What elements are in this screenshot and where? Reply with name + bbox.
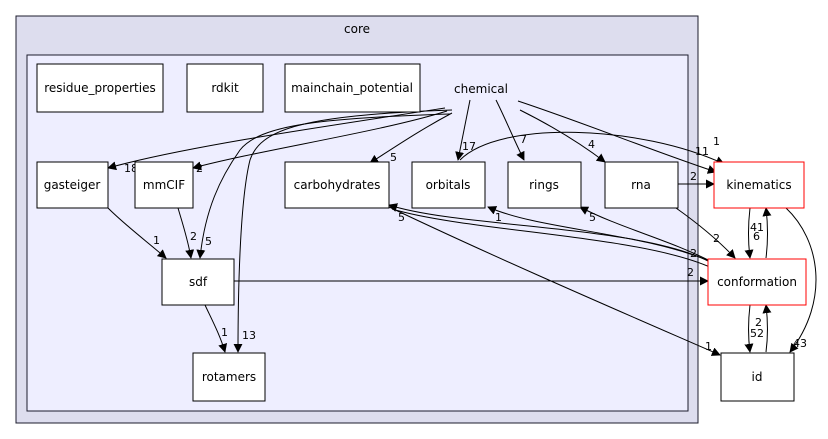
edge-kinematics-conformation bbox=[744, 207, 754, 259]
edge-carbohydrates-id bbox=[384, 204, 721, 356]
edge-label-sdf-conformation: 2 bbox=[687, 266, 694, 279]
node-id-box[interactable] bbox=[720, 352, 795, 402]
node-rotamers-label: rotamers bbox=[202, 370, 256, 384]
edge-label-conformation-carbohydrates: 2 bbox=[690, 247, 697, 260]
node-rings[interactable]: rings bbox=[507, 161, 582, 209]
edge-label-chemical-mmcif: 2 bbox=[196, 162, 203, 175]
node-rdkit-box[interactable] bbox=[186, 63, 264, 113]
node-carbohydrates-box[interactable] bbox=[284, 161, 390, 209]
edge-conformation-carbohydrates-2 bbox=[391, 208, 713, 269]
node-mmcif-label: mmCIF bbox=[143, 178, 185, 192]
edge-chemical-carbohydrates bbox=[369, 112, 453, 164]
edge-chemical-mmcif bbox=[192, 110, 448, 171]
node-residue-properties-label: residue_properties bbox=[44, 81, 155, 95]
edge-label-chemical-carbohydrates: 5 bbox=[390, 151, 397, 164]
node-sdf[interactable]: sdf bbox=[161, 258, 235, 306]
edge-chemical-rotamers bbox=[233, 109, 453, 353]
edge-chemical-sdf bbox=[196, 113, 451, 259]
edge-label-chemical-sdf: 5 bbox=[205, 235, 212, 248]
node-conformation[interactable]: conformation bbox=[707, 258, 807, 306]
edge-chemical-orbitals bbox=[455, 99, 471, 161]
node-orbitals-box[interactable] bbox=[411, 161, 486, 209]
edge-kinematics-id bbox=[785, 207, 817, 353]
edge-orbitals-kinematics bbox=[459, 131, 725, 165]
edge-conformation-orbitals bbox=[487, 206, 713, 263]
node-mmcif[interactable]: mmCIF bbox=[134, 161, 194, 209]
edge-label-gasteiger-sdf: 1 bbox=[153, 234, 160, 247]
node-rotamers-box[interactable] bbox=[192, 352, 266, 402]
edge-label-conformation-rings: 5 bbox=[589, 211, 596, 224]
node-mainchain-potential-box[interactable] bbox=[284, 63, 421, 113]
node-residue-properties[interactable]: residue_properties bbox=[36, 63, 164, 113]
edge-label-chemical-kinematics: 11 bbox=[695, 145, 709, 158]
node-id-label: id bbox=[752, 370, 763, 384]
cluster-chemical bbox=[26, 54, 689, 412]
edge-label-conformation-id: 52 bbox=[750, 327, 764, 340]
edge-label-carbohydrates-id: 1 bbox=[705, 340, 712, 353]
node-rna[interactable]: rna bbox=[604, 161, 679, 209]
edge-chemical-kinematics bbox=[517, 100, 717, 174]
edges bbox=[107, 99, 817, 356]
node-sdf-label: sdf bbox=[189, 275, 208, 289]
node-mainchain-potential-label: mainchain_potential bbox=[291, 81, 413, 95]
edge-label-rna-kinematics: 2 bbox=[690, 170, 697, 183]
node-mmcif-box[interactable] bbox=[134, 161, 194, 209]
node-kinematics-box[interactable] bbox=[713, 161, 805, 209]
node-orbitals[interactable]: orbitals bbox=[411, 161, 486, 209]
edge-conformation-carbohydrates bbox=[388, 203, 711, 263]
node-gasteiger[interactable]: gasteiger bbox=[36, 161, 109, 209]
edge-label-carbohydrates-extra: 5 bbox=[398, 211, 405, 224]
node-rotamers[interactable]: rotamers bbox=[192, 352, 266, 402]
edge-mmcif-sdf bbox=[177, 207, 195, 259]
edge-label-mmcif-sdf: 2 bbox=[190, 230, 197, 243]
edge-label-orbitals-kinematics: 1 bbox=[713, 135, 720, 148]
node-rdkit-label: rdkit bbox=[211, 81, 239, 95]
node-rings-label: rings bbox=[529, 178, 559, 192]
node-rna-box[interactable] bbox=[604, 161, 679, 209]
edge-conformation-rings bbox=[579, 206, 713, 263]
cluster-core-label: core bbox=[344, 22, 370, 36]
edge-chemical-rna bbox=[519, 109, 606, 163]
node-chemical-label[interactable]: chemical bbox=[454, 82, 508, 96]
node-conformation-label: conformation bbox=[717, 275, 797, 289]
cluster-chemical-box bbox=[26, 54, 689, 412]
edge-gasteiger-sdf bbox=[107, 207, 167, 259]
node-carbohydrates-label: carbohydrates bbox=[294, 178, 381, 192]
node-rdkit[interactable]: rdkit bbox=[186, 63, 264, 113]
edge-rna-conformation bbox=[675, 207, 736, 259]
edge-label-conformation-orbitals: 1 bbox=[495, 211, 502, 224]
edge-label-sdf-rotamers: 1 bbox=[221, 326, 228, 339]
edge-label-kinematics-conformation: 41 bbox=[750, 221, 764, 234]
node-rna-label: rna bbox=[631, 178, 651, 192]
edge-label-chemical-rings: 7 bbox=[520, 133, 527, 146]
edge-label-conformation-kinematics: 6 bbox=[753, 230, 760, 243]
node-gasteiger-label: gasteiger bbox=[44, 178, 101, 192]
node-conformation-box[interactable] bbox=[707, 258, 807, 306]
edge-conformation-id bbox=[744, 304, 754, 353]
edge-label-kinematics-id: 43 bbox=[793, 337, 807, 350]
edge-conformation-kinematics bbox=[762, 207, 772, 259]
node-mainchain-potential[interactable]: mainchain_potential bbox=[284, 63, 421, 113]
edge-label-chemical-orbitals: 17 bbox=[462, 140, 476, 153]
node-rings-box[interactable] bbox=[507, 161, 582, 209]
edge-sdf-rotamers bbox=[204, 304, 228, 353]
edge-label-chemical-rna: 4 bbox=[588, 138, 595, 151]
nodes: residue_properties rdkit mainchain_poten… bbox=[36, 63, 807, 402]
node-residue-properties-box[interactable] bbox=[36, 63, 164, 113]
edge-label-chemical-rotamers: 13 bbox=[242, 329, 256, 342]
node-sdf-box[interactable] bbox=[161, 258, 235, 306]
edge-chemical-rings bbox=[495, 99, 525, 161]
node-orbitals-label: orbitals bbox=[426, 178, 471, 192]
edge-id-conformation bbox=[762, 304, 772, 353]
node-kinematics[interactable]: kinematics bbox=[713, 161, 805, 209]
node-kinematics-label: kinematics bbox=[726, 178, 791, 192]
node-id[interactable]: id bbox=[720, 352, 795, 402]
edge-label-rna-conformation: 2 bbox=[713, 232, 720, 245]
edge-label-id-conformation: 2 bbox=[755, 316, 762, 329]
node-gasteiger-box[interactable] bbox=[36, 161, 109, 209]
node-carbohydrates[interactable]: carbohydrates bbox=[284, 161, 390, 209]
